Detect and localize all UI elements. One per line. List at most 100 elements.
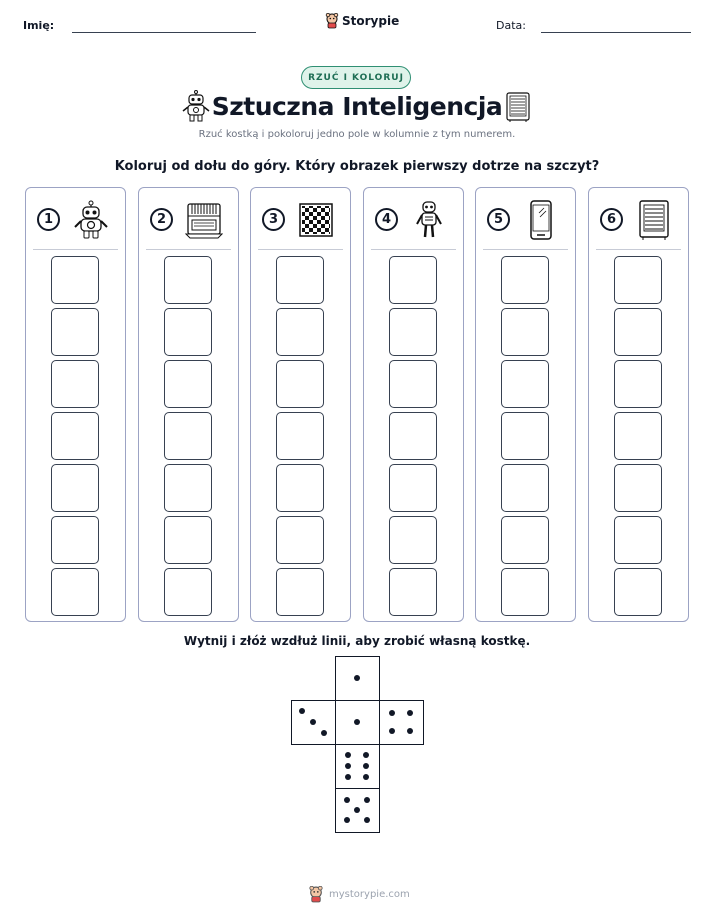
color-cell[interactable]	[51, 412, 99, 460]
color-cell[interactable]	[389, 360, 437, 408]
color-cell[interactable]	[501, 256, 549, 304]
color-cell[interactable]	[614, 516, 662, 564]
color-cell[interactable]	[614, 360, 662, 408]
color-cell[interactable]	[501, 516, 549, 564]
dice-pip	[321, 730, 327, 736]
color-cell[interactable]	[501, 568, 549, 616]
name-line[interactable]	[72, 32, 256, 33]
brand-name: Storypie	[342, 14, 400, 28]
footer: mystorypie.com	[308, 886, 410, 903]
color-cell[interactable]	[276, 464, 324, 512]
question: Koloruj od dołu do góry. Który obrazek p…	[114, 159, 600, 174]
color-cell[interactable]	[51, 360, 99, 408]
color-cell[interactable]	[276, 308, 324, 356]
color-cell[interactable]	[389, 308, 437, 356]
column-1: 1	[25, 187, 126, 622]
column-2: 2	[138, 187, 239, 622]
column-divider	[483, 249, 568, 250]
robot-icon	[181, 90, 211, 126]
dice-pip	[407, 710, 413, 716]
color-cell[interactable]	[501, 360, 549, 408]
android-robot-icon	[410, 200, 448, 240]
column-divider	[596, 249, 681, 250]
column-divider	[146, 249, 231, 250]
color-cell[interactable]	[501, 464, 549, 512]
dice-pip	[344, 797, 350, 803]
dice-pip	[299, 708, 305, 714]
color-cell[interactable]	[164, 256, 212, 304]
color-cell[interactable]	[51, 568, 99, 616]
color-cell[interactable]	[614, 412, 662, 460]
color-cell[interactable]	[276, 412, 324, 460]
color-cell[interactable]	[164, 308, 212, 356]
dice-pip	[363, 763, 369, 769]
color-cell[interactable]	[51, 256, 99, 304]
dice-pip	[364, 797, 370, 803]
column-5: 5	[475, 187, 576, 622]
date-label: Data:	[496, 19, 526, 32]
dice-face-6[interactable]	[335, 744, 380, 789]
dice-pip	[354, 807, 360, 813]
dice-face-3[interactable]	[291, 700, 336, 745]
dice-pip	[345, 752, 351, 758]
color-cell[interactable]	[164, 568, 212, 616]
dice-pip	[407, 728, 413, 734]
dice-face-1[interactable]	[335, 700, 380, 745]
color-cell[interactable]	[164, 360, 212, 408]
color-cell[interactable]	[614, 256, 662, 304]
color-cell[interactable]	[501, 412, 549, 460]
dice-pip	[363, 752, 369, 758]
smartphone-icon	[522, 200, 560, 240]
color-cell[interactable]	[164, 412, 212, 460]
color-cell[interactable]	[501, 308, 549, 356]
color-cell[interactable]	[389, 256, 437, 304]
dice-face-4[interactable]	[379, 700, 424, 745]
column-divider	[258, 249, 343, 250]
dice-pip	[389, 728, 395, 734]
storypie-mascot-icon	[309, 886, 323, 903]
name-label: Imię:	[23, 19, 55, 32]
color-cell[interactable]	[389, 412, 437, 460]
column-6: 6	[588, 187, 689, 622]
column-3: 3	[250, 187, 351, 622]
color-cell[interactable]	[389, 516, 437, 564]
color-cell[interactable]	[276, 360, 324, 408]
column-number: 4	[375, 208, 398, 231]
color-cell[interactable]	[614, 464, 662, 512]
color-cell[interactable]	[164, 516, 212, 564]
color-cell[interactable]	[276, 256, 324, 304]
dice-pip	[345, 774, 351, 780]
color-cell[interactable]	[389, 464, 437, 512]
column-number: 3	[262, 208, 285, 231]
column-divider	[33, 249, 118, 250]
column-number: 6	[600, 208, 623, 231]
color-cell[interactable]	[389, 568, 437, 616]
color-cell[interactable]	[51, 516, 99, 564]
column-number: 1	[37, 208, 60, 231]
date-line[interactable]	[541, 32, 691, 33]
column-divider	[371, 249, 456, 250]
dice-pip	[363, 774, 369, 780]
color-cell[interactable]	[614, 308, 662, 356]
dice-pip	[354, 675, 360, 681]
dice-pip	[310, 719, 316, 725]
dice-face-1[interactable]	[335, 656, 380, 701]
instructions: Rzuć kostką i pokoloruj jedno pole w kol…	[198, 129, 516, 140]
dice-pip	[389, 710, 395, 716]
column-number: 5	[487, 208, 510, 231]
game-badge: RZUĆ I KOLORUJ	[301, 66, 411, 89]
dice-pip	[354, 719, 360, 725]
footer-url[interactable]: mystorypie.com	[329, 889, 410, 900]
page-title: Sztuczna Inteligencja	[211, 92, 503, 121]
dice-face-5[interactable]	[335, 788, 380, 833]
column-4: 4	[363, 187, 464, 622]
color-cell[interactable]	[51, 308, 99, 356]
color-cell[interactable]	[276, 516, 324, 564]
color-cell[interactable]	[51, 464, 99, 512]
checkerboard-icon	[297, 200, 335, 240]
color-cell[interactable]	[164, 464, 212, 512]
color-cell[interactable]	[276, 568, 324, 616]
color-cell[interactable]	[614, 568, 662, 616]
dice-pip	[344, 817, 350, 823]
brand-logo: Storypie	[325, 13, 399, 29]
